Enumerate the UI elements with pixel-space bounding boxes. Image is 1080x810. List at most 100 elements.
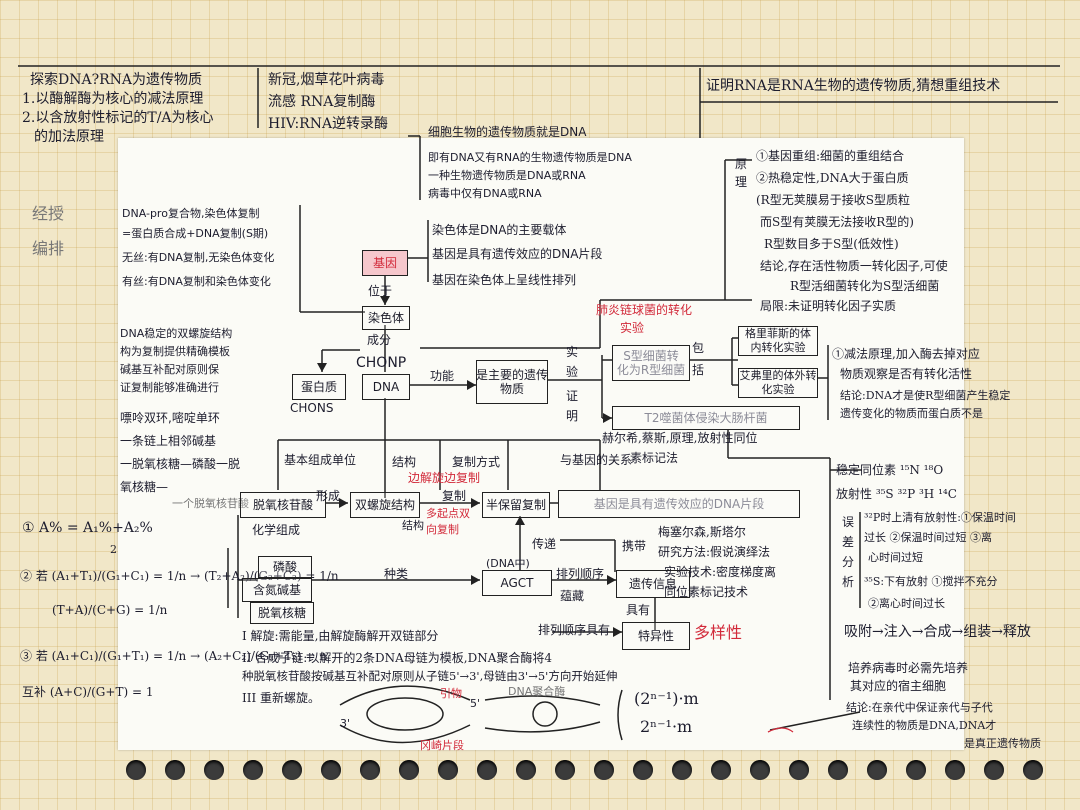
nucleotide-label-left: 一个脱氧核苷酸 [172,497,249,510]
proof-char-4: 明 [566,409,579,423]
avery-item-3: 结论:DNA才是使R型细菌产生稳定 [840,389,1011,402]
top-left-line-4: 的加法原理 [34,129,104,145]
culture-note-1: 培养病毒时必需先培养 [848,661,969,675]
basic-unit-label: 基本组成单位 [284,453,357,467]
principle-item-3: (R型无荚膜易于接收S型质粒 [756,193,910,207]
binder-hole [477,760,497,780]
nitrogen-base-box: 含氮碱基 [242,578,312,602]
form-label: 形成 [316,489,341,503]
chromosome-box: 染色体 [362,306,410,330]
principle-item-1: ①基因重组:细菌的重组结合 [756,149,905,163]
binder-hole [594,760,614,780]
chromo-note-2: =蛋白质合成+DNA复制(S期) [122,227,269,240]
multi-origin-red-1: 多起点双 [426,507,470,520]
t2-phage-box: T2噬菌体侵染大肠杆菌 [612,406,800,430]
binder-hole [399,760,419,780]
error-item-3: 心时间过短 [868,551,923,564]
bases-note-3: 一脱氧核糖—磷酸一脱 [120,457,241,471]
binder-hole [555,760,575,780]
binder-hole [906,760,926,780]
helix-note-2: 构为复制提供精确模板 [120,345,230,358]
double-helix-box: 双螺旋结构 [350,492,420,518]
gene-note-3: 基因在染色体上呈线性排列 [432,273,577,287]
diagram-okazaki: 冈崎片段 [420,739,464,752]
binder-hole [945,760,965,780]
component-label: 成分 [367,333,392,347]
binder-hole [516,760,536,780]
avery-line-1: 艾弗里的体外转 [739,369,817,382]
griffith-box: 格里菲斯的体 内转化实验 [738,326,818,356]
griffith-line-1: 格里菲斯的体 [745,327,811,340]
bases-note-1: 嘌呤双环,嘧啶单环 [120,411,220,425]
principle-item-5: R型数目多于S型(低效性) [764,237,899,251]
phage-cycle: 吸附→注入→合成→组装→释放 [844,624,1031,640]
chromo-note-4: 有丝:有DNA复制和染色体变化 [122,275,271,288]
formula-3: ③ 若 (A₁+C₁)/(G₁+T₁) = 1/n → (A₂+C₂)/(G₂+… [20,649,327,663]
radioactive-isotope: 放射性 ³⁵S ³²P ³H ¹⁴C [836,487,957,501]
structure-label: 结构 [392,455,417,469]
avery-line-2: 化实验 [761,383,795,396]
avery-box: 艾弗里的体外转 化实验 [738,368,818,398]
step-2: II 合成子链:以解开的2条DNA母链为模板,DNA聚合酶将4 [242,651,552,665]
formula-4: 互补 (A+C)/(G+T) = 1 [22,685,154,699]
error-item-2: 过长 ②保温时间过短 ③离 [864,531,992,544]
binder-hole [282,760,302,780]
diagram-primer: 引物 [440,687,462,700]
conclusion-1: 结论:在亲代中保证亲代与子代 [846,701,993,714]
bases-note-2: 一条链上相邻碱基 [120,434,217,448]
semiconservative-box: 半保留复制 [482,492,550,518]
genetic-info-box: 遗传信息 [616,570,690,598]
step-1: I 解旋:需能量,由解旋酶解开双链部分 [242,629,439,643]
virus-line-1: 新冠,烟草花叶病毒 [268,72,385,88]
binder-hole [321,760,341,780]
proof-char-1: 实 [566,345,579,359]
error-item-1: ³²P时上清有放射性:①保温时间 [864,511,1016,524]
binder-hole [828,760,848,780]
specificity-box: 特异性 [622,622,690,650]
virus-line-2: 流感 RNA复制酶 [268,94,376,110]
protein-box: 蛋白质 [292,374,346,400]
dna-box: DNA [362,374,410,400]
binder-hole [243,760,263,780]
main-genetic-material-box: 是主要的遗传 物质 [476,360,548,404]
step-2b: 种脱氧核苷酸按碱基互补配对原则从子链5'→3',母链由3'→5'方向开始延伸 [242,669,618,683]
error-char-4: 析 [842,575,855,589]
stable-isotope: 稳定同位素 ¹⁵N ¹⁸O [836,463,944,477]
griffith-line-2: 内转化实验 [750,341,806,354]
chromo-note-3: 无丝:有DNA复制,无染色体变化 [122,251,275,264]
helix-note-1: DNA稳定的双螺旋结构 [120,327,233,340]
chonp-label: CHONP [356,355,407,371]
pass-label: 传递 [532,537,557,551]
helix-note-3: 碱基互补配对原则保 [120,363,219,376]
count-1: (2ⁿ⁻¹)·m [634,689,699,708]
agct-box: AGCT [482,570,552,596]
carry-label: 携带 [622,539,647,553]
error-item-4: ³⁵S:下有放射 ①搅拌不充分 [864,575,998,588]
top-right-title: 证明RNA是RNA生物的遗传物质,猜想重组技术 [706,78,1001,94]
error-item-5: ②离心时间过长 [868,597,945,610]
binder-hole [789,760,809,780]
binder-hole [867,760,887,780]
cell-bio-4: 病毒中仅有DNA或RNA [428,187,542,200]
avery-item-2: 物质观察是否有转化活性 [840,367,973,381]
function-label: 功能 [430,369,455,383]
structure-small-label: 结构 [402,519,424,532]
binder-hole [984,760,1004,780]
cell-bio-1: 细胞生物的遗传物质就是DNA [428,125,587,139]
principle-char-1: 原 [735,157,748,171]
contain-label: 蕴藏 [560,589,585,603]
multi-origin-red-2: 向复制 [426,523,459,536]
principle-item-4: 而S型有荚膜无法接收R型的) [760,215,914,229]
binder-hole [711,760,731,780]
in-dna-label: (DNA中) [486,557,530,570]
formula-1: ① A% = A₁%+A₂% [22,520,153,536]
side-mark-2: 编排 [32,239,65,258]
binder-hole [1023,760,1043,780]
gene-note-2: 基因是具有遗传效应的DNA片段 [432,247,603,261]
conclusion-2: 连续性的物质是DNA,DNA才 [852,719,997,732]
principle-item-7: R型活细菌转化为S型活细菌 [790,279,940,293]
diagram-3prime: 3' [340,717,351,730]
bases-note-4: 氧核糖— [120,480,169,494]
chemical-composition-label: 化学组成 [252,523,301,537]
unwind-replicate-red: 边解旋边复制 [408,471,481,485]
